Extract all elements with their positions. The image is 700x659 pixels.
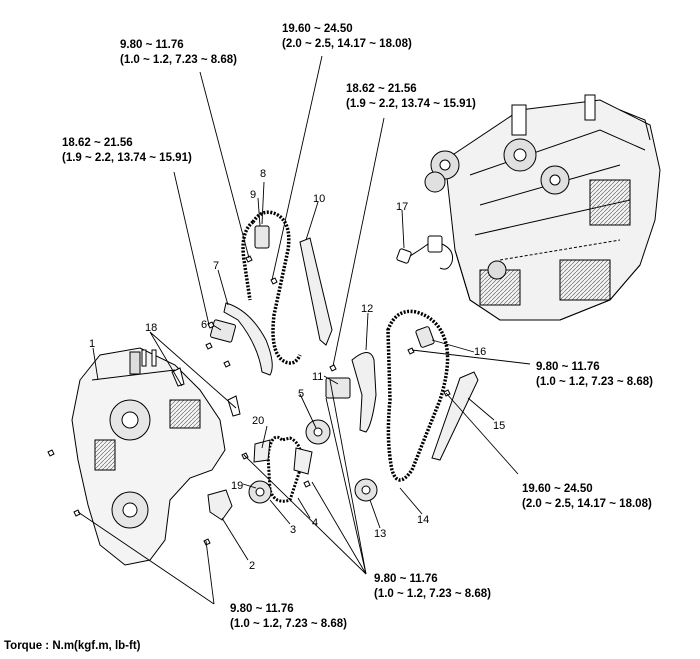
part-number-2: 2 [249,560,256,572]
torque-label-right-guide: 9.80 ~ 11.76 (1.0 ~ 1.2, 7.23 ~ 8.68) [536,360,653,390]
engine-block [424,94,661,321]
part-number-19: 19 [231,480,244,492]
timing-chains [241,210,450,503]
chain-guides [141,225,479,521]
torque-value-alt-units: (1.0 ~ 1.2, 7.23 ~ 8.68) [374,588,491,600]
torque-label-right-lower-guide: 19.60 ~ 24.50 (2.0 ~ 2.5, 14.17 ~ 18.08) [522,482,652,512]
torque-value-alt-units: (2.0 ~ 2.5, 14.17 ~ 18.08) [282,38,412,50]
part-number-18: 18 [145,322,158,334]
torque-value-alt-units: (1.9 ~ 2.2, 13.74 ~ 15.91) [62,152,192,164]
torque-label-top-chain-guide: 19.60 ~ 24.50 (2.0 ~ 2.5, 14.17 ~ 18.08) [282,22,412,52]
part-number-16: 16 [474,346,487,358]
torque-label-left-tensioner: 18.62 ~ 21.56 (1.9 ~ 2.2, 13.74 ~ 15.91) [62,136,192,166]
torque-value: 9.80 ~ 11.76 [230,603,294,615]
part-number-3: 3 [290,524,297,536]
torque-label-right-tensioner: 18.62 ~ 21.56 (1.9 ~ 2.2, 13.74 ~ 15.91) [346,82,476,112]
torque-label-upper-left-guide: 9.80 ~ 11.76 (1.0 ~ 1.2, 7.23 ~ 8.68) [120,38,237,68]
part-number-12: 12 [361,303,374,315]
part-number-11: 11 [312,371,324,383]
part-number-4: 4 [312,517,319,529]
part-number-20: 20 [252,415,265,427]
torque-value-alt-units: (1.0 ~ 1.2, 7.23 ~ 8.68) [230,618,347,630]
part-number-13: 13 [374,528,387,540]
sprockets [248,419,378,504]
torque-value: 9.80 ~ 11.76 [120,39,184,51]
torque-value-alt-units: (2.0 ~ 2.5, 14.17 ~ 18.08) [522,498,652,510]
leader-lines [77,55,531,605]
part-number-9: 9 [250,189,257,201]
part-17-sensor [396,235,453,270]
torque-value: 9.80 ~ 11.76 [374,573,438,585]
part-number-6: 6 [201,319,208,331]
torque-value-alt-units: (1.0 ~ 1.2, 7.23 ~ 8.68) [120,54,237,66]
part-number-7: 7 [213,260,220,272]
part-number-17: 17 [396,201,409,213]
torque-value: 18.62 ~ 21.56 [62,137,133,149]
part-number-1: 1 [89,338,96,350]
part-1-timing-cover [71,347,226,566]
torque-value: 18.62 ~ 21.56 [346,83,417,95]
torque-label-center-bolts: 9.80 ~ 11.76 (1.0 ~ 1.2, 7.23 ~ 8.68) [374,572,491,602]
torque-value: 19.60 ~ 24.50 [282,23,353,35]
part-number-14: 14 [417,514,430,526]
torque-value: 19.60 ~ 24.50 [522,483,593,495]
torque-value-alt-units: (1.9 ~ 2.2, 13.74 ~ 15.91) [346,98,476,110]
torque-value-alt-units: (1.0 ~ 1.2, 7.23 ~ 8.68) [536,376,653,388]
part-number-15: 15 [493,420,506,432]
torque-value: 9.80 ~ 11.76 [536,361,600,373]
torque-label-cover-bolts: 9.80 ~ 11.76 (1.0 ~ 1.2, 7.23 ~ 8.68) [230,602,347,632]
torque-units-footnote: Torque : N.m(kgf.m, lb-ft) [4,640,141,652]
part-number-10: 10 [313,193,326,205]
part-number-8: 8 [260,168,267,180]
part-number-5: 5 [298,388,305,400]
